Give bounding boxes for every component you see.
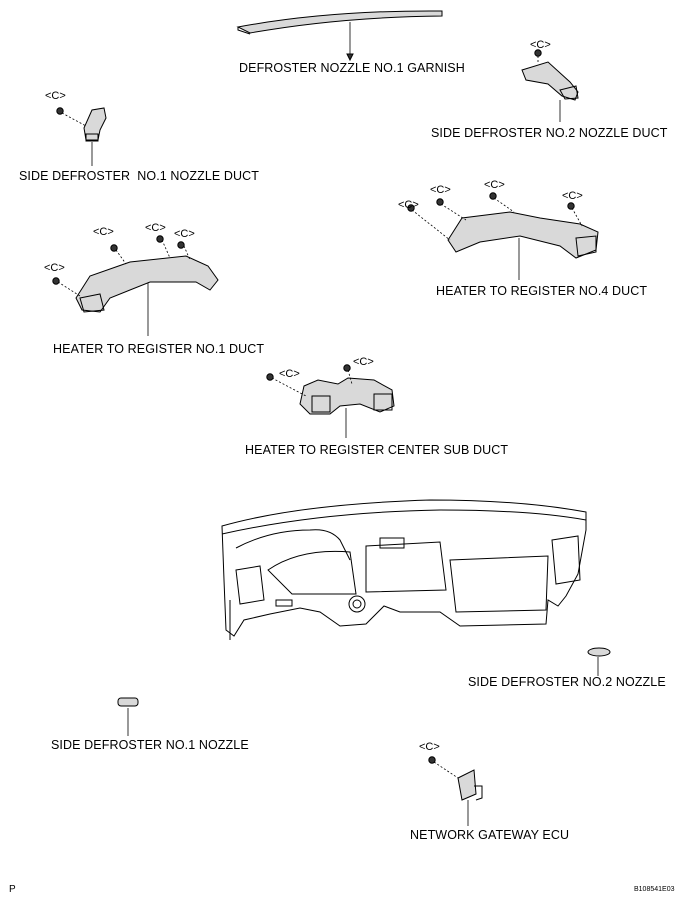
side-def-no1-nozzle-part <box>117 697 139 736</box>
screw-icon <box>266 373 274 381</box>
screw-icon <box>567 202 575 210</box>
label-heater-no4-duct: HEATER TO REGISTER NO.4 DUCT <box>436 284 648 298</box>
clip-mark: <C> <box>174 228 195 240</box>
label-side-def-no1-duct: SIDE DEFROSTER NO.1 NOZZLE DUCT <box>19 169 260 183</box>
side-def-no1-duct-part <box>61 107 107 166</box>
clip-mark: <C> <box>530 39 551 51</box>
corner-letter: P <box>9 884 16 895</box>
clip-mark: <C> <box>398 199 419 211</box>
label-side-def-no2-duct: SIDE DEFROSTER NO.2 NOZZLE DUCT <box>431 126 668 140</box>
heater-center-sub-duct-part <box>271 369 395 438</box>
figure-code: B108541E03 <box>634 886 675 893</box>
clip-mark: <C> <box>279 368 300 380</box>
screw-icon <box>110 244 118 252</box>
label-side-def-no2-nozzle: SIDE DEFROSTER NO.2 NOZZLE <box>468 675 666 689</box>
clip-mark: <C> <box>562 190 583 202</box>
label-side-def-no1-nozzle: SIDE DEFROSTER NO.1 NOZZLE <box>51 738 249 752</box>
heater-no4-duct-part <box>411 197 599 280</box>
ecu-part <box>433 761 483 826</box>
clip-mark: <C> <box>44 262 65 274</box>
screw-icon <box>489 192 497 200</box>
screw-icon <box>428 756 436 764</box>
clip-mark: <C> <box>93 226 114 238</box>
screw-icon <box>436 198 444 206</box>
side-def-no2-nozzle-part <box>587 647 611 676</box>
clip-mark: <C> <box>484 179 505 191</box>
screw-icon <box>534 49 542 57</box>
screw-icon <box>343 364 351 372</box>
clip-mark: <C> <box>419 741 440 753</box>
label-heater-center-sub-duct: HEATER TO REGISTER CENTER SUB DUCT <box>245 443 509 457</box>
screw-icon <box>156 235 164 243</box>
clip-mark: <C> <box>45 90 66 102</box>
label-garnish: DEFROSTER NOZZLE NO.1 GARNISH <box>239 61 465 75</box>
instrument-panel <box>221 499 587 640</box>
clip-mark: <C> <box>145 222 166 234</box>
clip-mark: <C> <box>430 184 451 196</box>
clip-mark: <C> <box>353 356 374 368</box>
garnish-part <box>236 10 443 62</box>
screw-icon <box>56 107 64 115</box>
heater-no1-duct-part <box>57 239 219 336</box>
label-gateway-ecu: NETWORK GATEWAY ECU <box>410 828 570 842</box>
screw-icon <box>407 204 415 212</box>
screw-icon <box>177 241 185 249</box>
screw-icon <box>52 277 60 285</box>
side-def-no2-duct-part <box>521 52 579 122</box>
label-heater-no1-duct: HEATER TO REGISTER NO.1 DUCT <box>53 342 265 356</box>
